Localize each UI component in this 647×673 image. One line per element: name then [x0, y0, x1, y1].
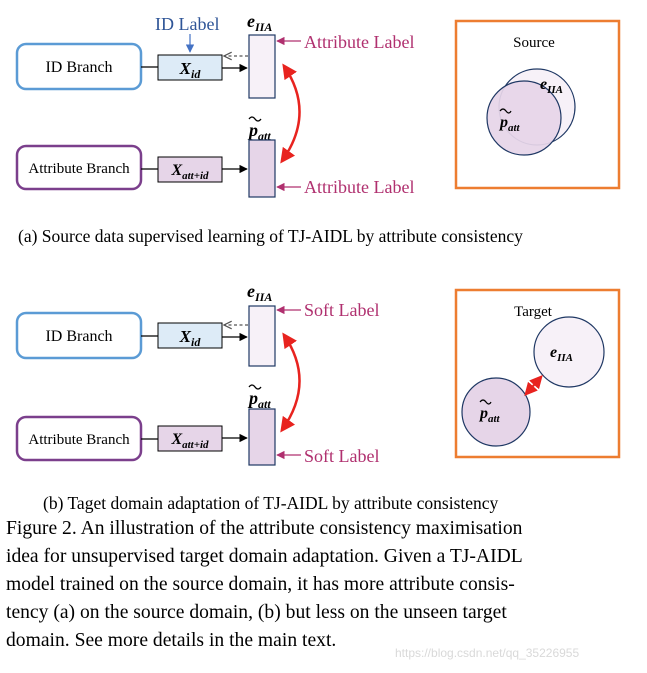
figure-caption-line: domain. See more details in the main tex… [6, 630, 337, 651]
x-att-box [157, 156, 223, 183]
e-iia-box [248, 34, 276, 99]
x-id-symbol: Xid [179, 327, 202, 349]
label-top: Soft Label [304, 300, 379, 320]
watermark: https://blog.csdn.net/qq_35226955 [395, 646, 580, 660]
p-att-box [248, 408, 276, 466]
x-att-symbol: Xatt+id [170, 162, 209, 182]
target-e-iia-circle [533, 316, 605, 388]
id-branch-label: ID Branch [45, 328, 112, 345]
p-att-box [248, 139, 276, 198]
target-distance-arrow [524, 375, 543, 396]
panel-b: ID Branch Xid eIIA Attribute Branch Xatt… [15, 281, 621, 513]
panel-a: ID Label ID Branch Xid eIIA Attribute Br… [15, 11, 621, 246]
e-iia-symbol: eIIA [247, 281, 272, 304]
e-iia-box [248, 305, 276, 367]
attribute-branch-label: Attribute Branch [28, 161, 130, 177]
x-att-box [157, 425, 223, 452]
target-p-att-tilde-icon [479, 399, 492, 405]
id-label: ID Label [155, 14, 219, 34]
source-e-iia-label: eIIA [540, 76, 563, 96]
caption-b: (b) Taget domain adaptation of TJ-AIDL b… [43, 493, 499, 513]
label-top: Attribute Label [304, 32, 414, 52]
source-domain-title: Source [513, 35, 555, 51]
label-bottom: Attribute Label [304, 177, 414, 197]
source-p-att-tilde-icon [499, 108, 512, 114]
x-att-symbol: Xatt+id [170, 431, 209, 451]
target-e-iia-label: eIIA [550, 344, 573, 364]
figure-caption-line: tency (a) on the source domain, (b) but … [6, 602, 507, 623]
target-p-att-label: patt [478, 405, 501, 425]
x-id-symbol: Xid [179, 59, 202, 81]
x-id-box [157, 322, 223, 349]
p-att-symbol: patt [247, 388, 271, 411]
target-domain-title: Target [514, 304, 553, 320]
source-p-att-label: patt [498, 114, 521, 134]
x-id-box [157, 54, 223, 81]
consistency-arrow [280, 332, 301, 433]
caption-a: (a) Source data supervised learning of T… [18, 226, 523, 246]
e-iia-symbol: eIIA [247, 11, 272, 34]
p-att-tilde-icon [248, 116, 262, 122]
attribute-branch-box [15, 144, 143, 191]
figure-caption-line: idea for unsupervised target domain adap… [6, 546, 523, 567]
figure-caption-line: model trained on the source domain, it h… [6, 574, 515, 595]
source-p-att-circle [486, 80, 562, 156]
target-p-att-circle [461, 377, 531, 447]
consistency-arrow [280, 63, 301, 164]
p-att-tilde-icon [248, 384, 262, 390]
attribute-branch-label: Attribute Branch [28, 432, 130, 448]
figure-caption-line: Figure 2. An illustration of the attribu… [6, 518, 523, 539]
figure-caption: Figure 2. An illustration of the attribu… [6, 515, 636, 655]
id-branch-label: ID Branch [45, 59, 112, 76]
label-bottom: Soft Label [304, 446, 379, 466]
